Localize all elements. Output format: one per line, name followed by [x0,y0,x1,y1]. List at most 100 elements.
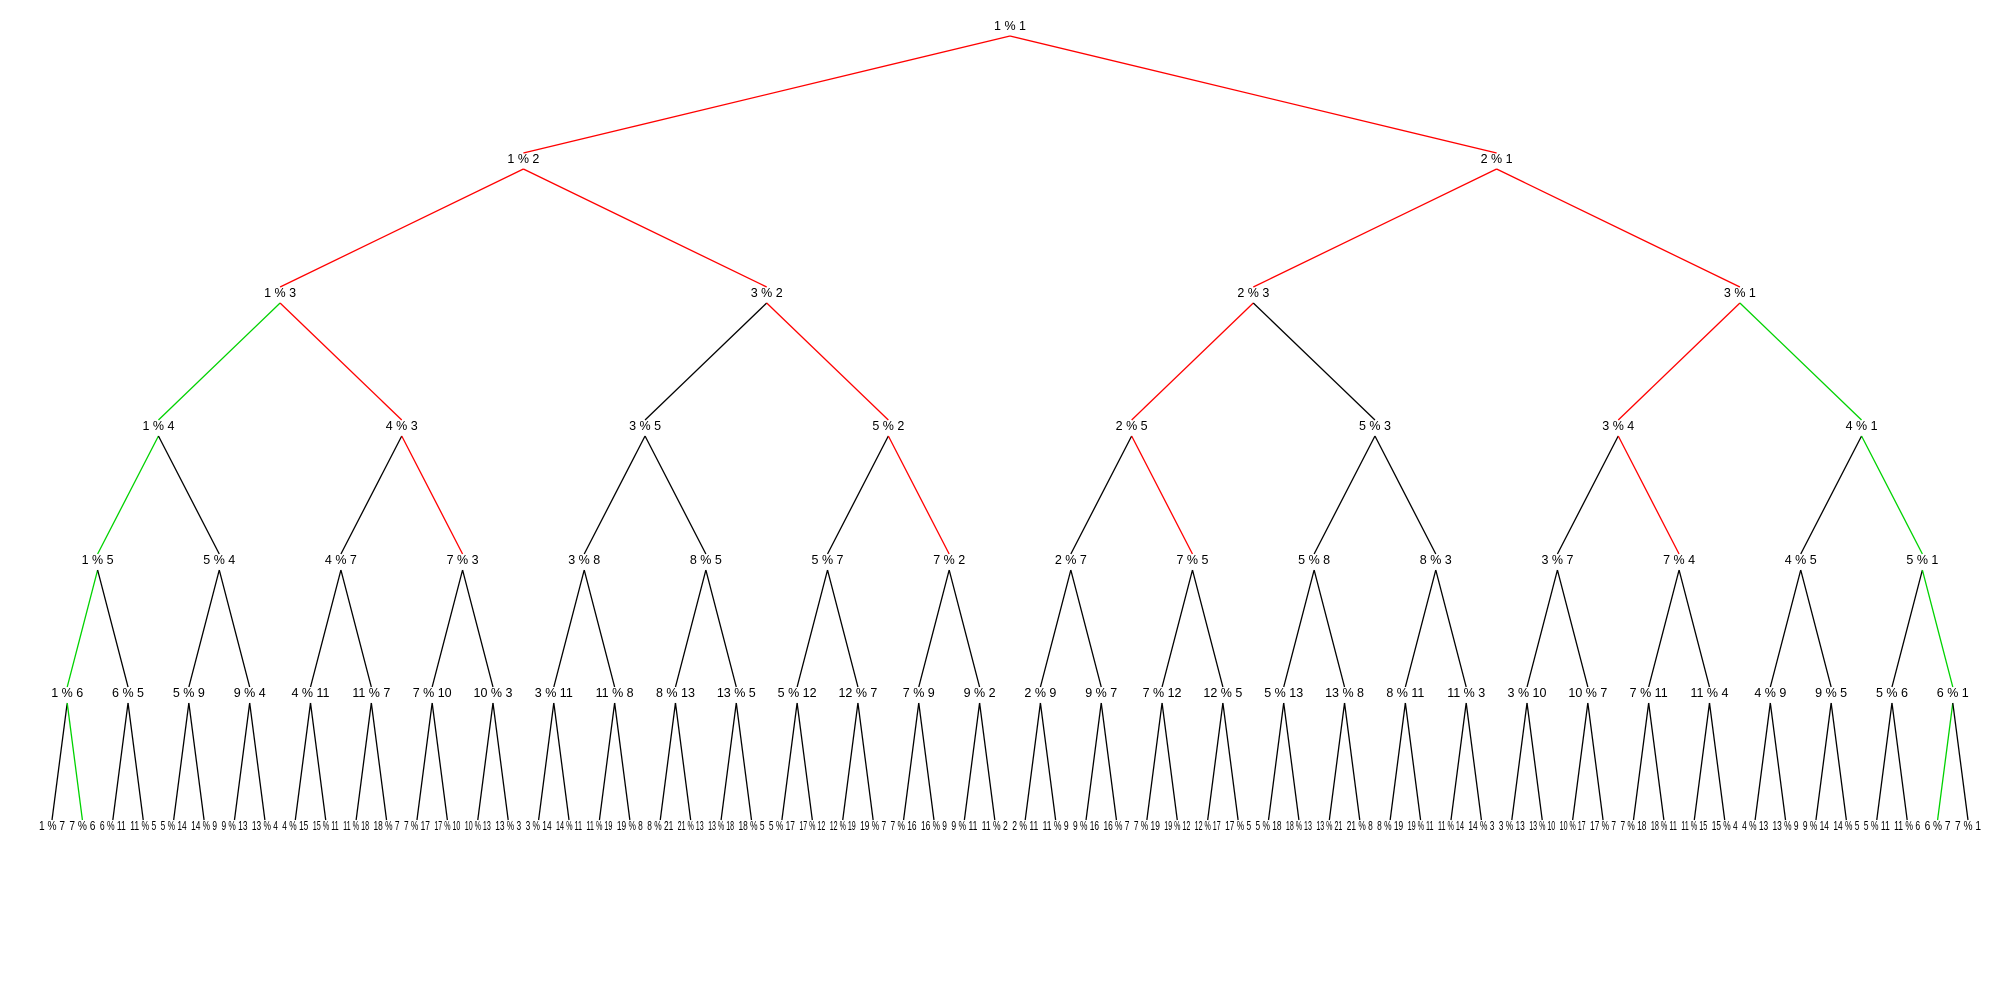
tree-edge [1283,569,1315,688]
tree-node-label: 8 % 19 [1377,819,1403,833]
tree-node-label: 4 % 7 [325,553,357,567]
tree-edge [1556,435,1619,555]
tree-edge [1800,435,1863,555]
tree-edge [537,702,555,821]
tree-edge [1283,702,1300,821]
tree-node-label: 11 % 18 [343,819,369,833]
tree-edge [1252,302,1376,421]
tree-edge [401,435,464,555]
tree-edge [1891,569,1924,688]
tree-node-label: 18 % 7 [374,819,400,833]
tree-node-label: 8 % 3 [1420,553,1452,567]
tree-edge [1374,435,1437,555]
tree-edge [1648,569,1680,688]
tree-node-label: 4 % 5 [1785,553,1817,567]
tree-edge [1222,702,1239,821]
tree-edge [583,569,616,688]
tree-edge [188,569,220,688]
tree-edge [355,702,372,821]
tree-edge [1131,302,1254,421]
tree-node-label: 13 % 3 [495,819,521,833]
tree-edge [1587,702,1604,821]
tree-edge [1313,569,1346,688]
tree-node-label: 1 % 7 [39,819,65,833]
tree-edge [370,702,388,821]
tree-node-label: 13 % 4 [252,819,278,833]
tree-edge [553,569,585,688]
tree-node-label: 7 % 16 [891,819,917,833]
tree-edge [659,702,677,821]
tree-node-label: 13 % 9 [1773,819,1799,833]
tree-node-label: 3 % 7 [1541,553,1573,567]
tree-node-label: 2 % 5 [1116,419,1148,433]
tree-edge [1131,435,1194,555]
tree-node-label: 18 % 13 [1286,819,1312,833]
tree-node-label: 13 % 5 [717,686,756,700]
tree-node-label: 19 % 11 [1408,819,1434,833]
tree-node-label: 10 % 13 [465,819,491,833]
tree-edge [309,702,327,821]
tree-node-label: 11 % 7 [352,686,390,700]
tree-edge [978,702,996,821]
tree-edge [1936,702,1954,821]
tree-node-label: 17 % 12 [799,819,825,833]
tree-edge [492,702,509,821]
tree-node-label: 10 % 7 [1568,686,1607,700]
tree-edge [1191,569,1224,688]
tree-node-label: 7 % 10 [413,686,452,700]
tree-node-label: 7 % 1 [1955,819,1981,833]
tree-node-label: 5 % 4 [203,553,235,567]
tree-node-label: 15 % 11 [313,819,339,833]
tree-edge [1039,702,1057,821]
tree-node-label: 5 % 11 [1864,819,1890,833]
tree-node-label: 8 % 21 [647,819,673,833]
tree-edge [826,435,889,555]
tree-edge [963,702,981,821]
tree-edge [857,702,874,821]
tree-edge [1009,35,1497,154]
tree-node-label: 6 % 1 [1937,686,1969,700]
tree-edge [1435,569,1467,688]
tree-edge [887,435,950,555]
tree-node-label: 3 % 11 [535,686,573,700]
tree-edge [249,702,266,821]
tree-node-label: 4 % 1 [1846,419,1878,433]
tree-edge [1100,702,1118,821]
tree-node-label: 11 % 9 [1043,819,1069,833]
tree-node-label: 19 % 7 [860,819,886,833]
tree-edge [1860,435,1923,555]
tree-edge [1313,435,1376,555]
tree-node-label: 11 % 4 [1690,686,1728,700]
tree-edge [188,702,205,821]
tree-node-label: 8 % 11 [1386,686,1424,700]
tree-edge [1070,435,1133,555]
tree-edge [553,702,570,821]
tree-edge [431,702,449,821]
tree-edge [173,702,190,821]
tree-edge [842,702,859,821]
tree-node-label: 12 % 17 [1195,819,1221,833]
tree-edge [1571,702,1589,821]
tree-node-label: 11 % 14 [1438,819,1464,833]
tree-node-label: 7 % 6 [69,819,95,833]
tree-node-label: 5 % 12 [778,686,817,700]
tree-edge [1769,702,1787,821]
tree-edge [1070,569,1102,688]
tree-node-label: 9 % 14 [1803,819,1829,833]
tree-edge [1952,702,1969,821]
tree-edge [1404,702,1422,821]
tree-edge [583,435,646,555]
tree-edge [294,702,312,821]
tree-edge [416,702,433,821]
tree-node-label: 1 % 3 [264,286,296,300]
tree-edge [233,702,251,821]
tree-edge [948,569,981,688]
tree-node-label: 12 % 5 [1203,686,1242,700]
tree-edge [1146,702,1163,821]
tree-node-label: 5 % 13 [1264,686,1303,700]
tree-edge [1754,702,1771,821]
tree-node-label: 6 % 11 [100,819,126,833]
tree-edge [918,702,935,821]
